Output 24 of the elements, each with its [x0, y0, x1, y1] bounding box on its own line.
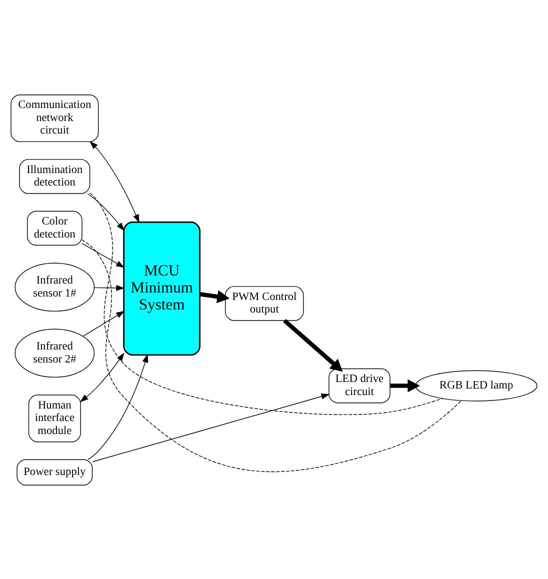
node-ellipse: Infrared sensor 1# [14, 262, 95, 312]
node-box: Human interface module [28, 394, 81, 442]
arrow [283, 318, 343, 372]
arrow [390, 378, 420, 392]
arrow [200, 290, 230, 303]
node-box: Power supply [16, 458, 93, 486]
arrow [88, 353, 148, 460]
node-box: LED drive circuit [328, 368, 390, 403]
node-box: Communication network circuit [10, 94, 99, 142]
arrow [82, 310, 125, 336]
node-box: Illumination detection [19, 158, 90, 194]
node-ellipse: Infrared sensor 2# [14, 328, 95, 378]
node-ellipse: RGB LED lamp [415, 370, 538, 401]
node-box: PWM Control output [225, 286, 304, 320]
arrow [90, 140, 140, 223]
arrow [94, 284, 125, 290]
arrow [92, 393, 330, 462]
connector [82, 238, 462, 472]
arrow [80, 352, 124, 402]
node-box: MCU Minimum System [123, 221, 200, 356]
connector [90, 192, 444, 414]
arrow [82, 242, 125, 268]
arrow [87, 192, 124, 231]
node-box: Color detection [27, 210, 82, 246]
